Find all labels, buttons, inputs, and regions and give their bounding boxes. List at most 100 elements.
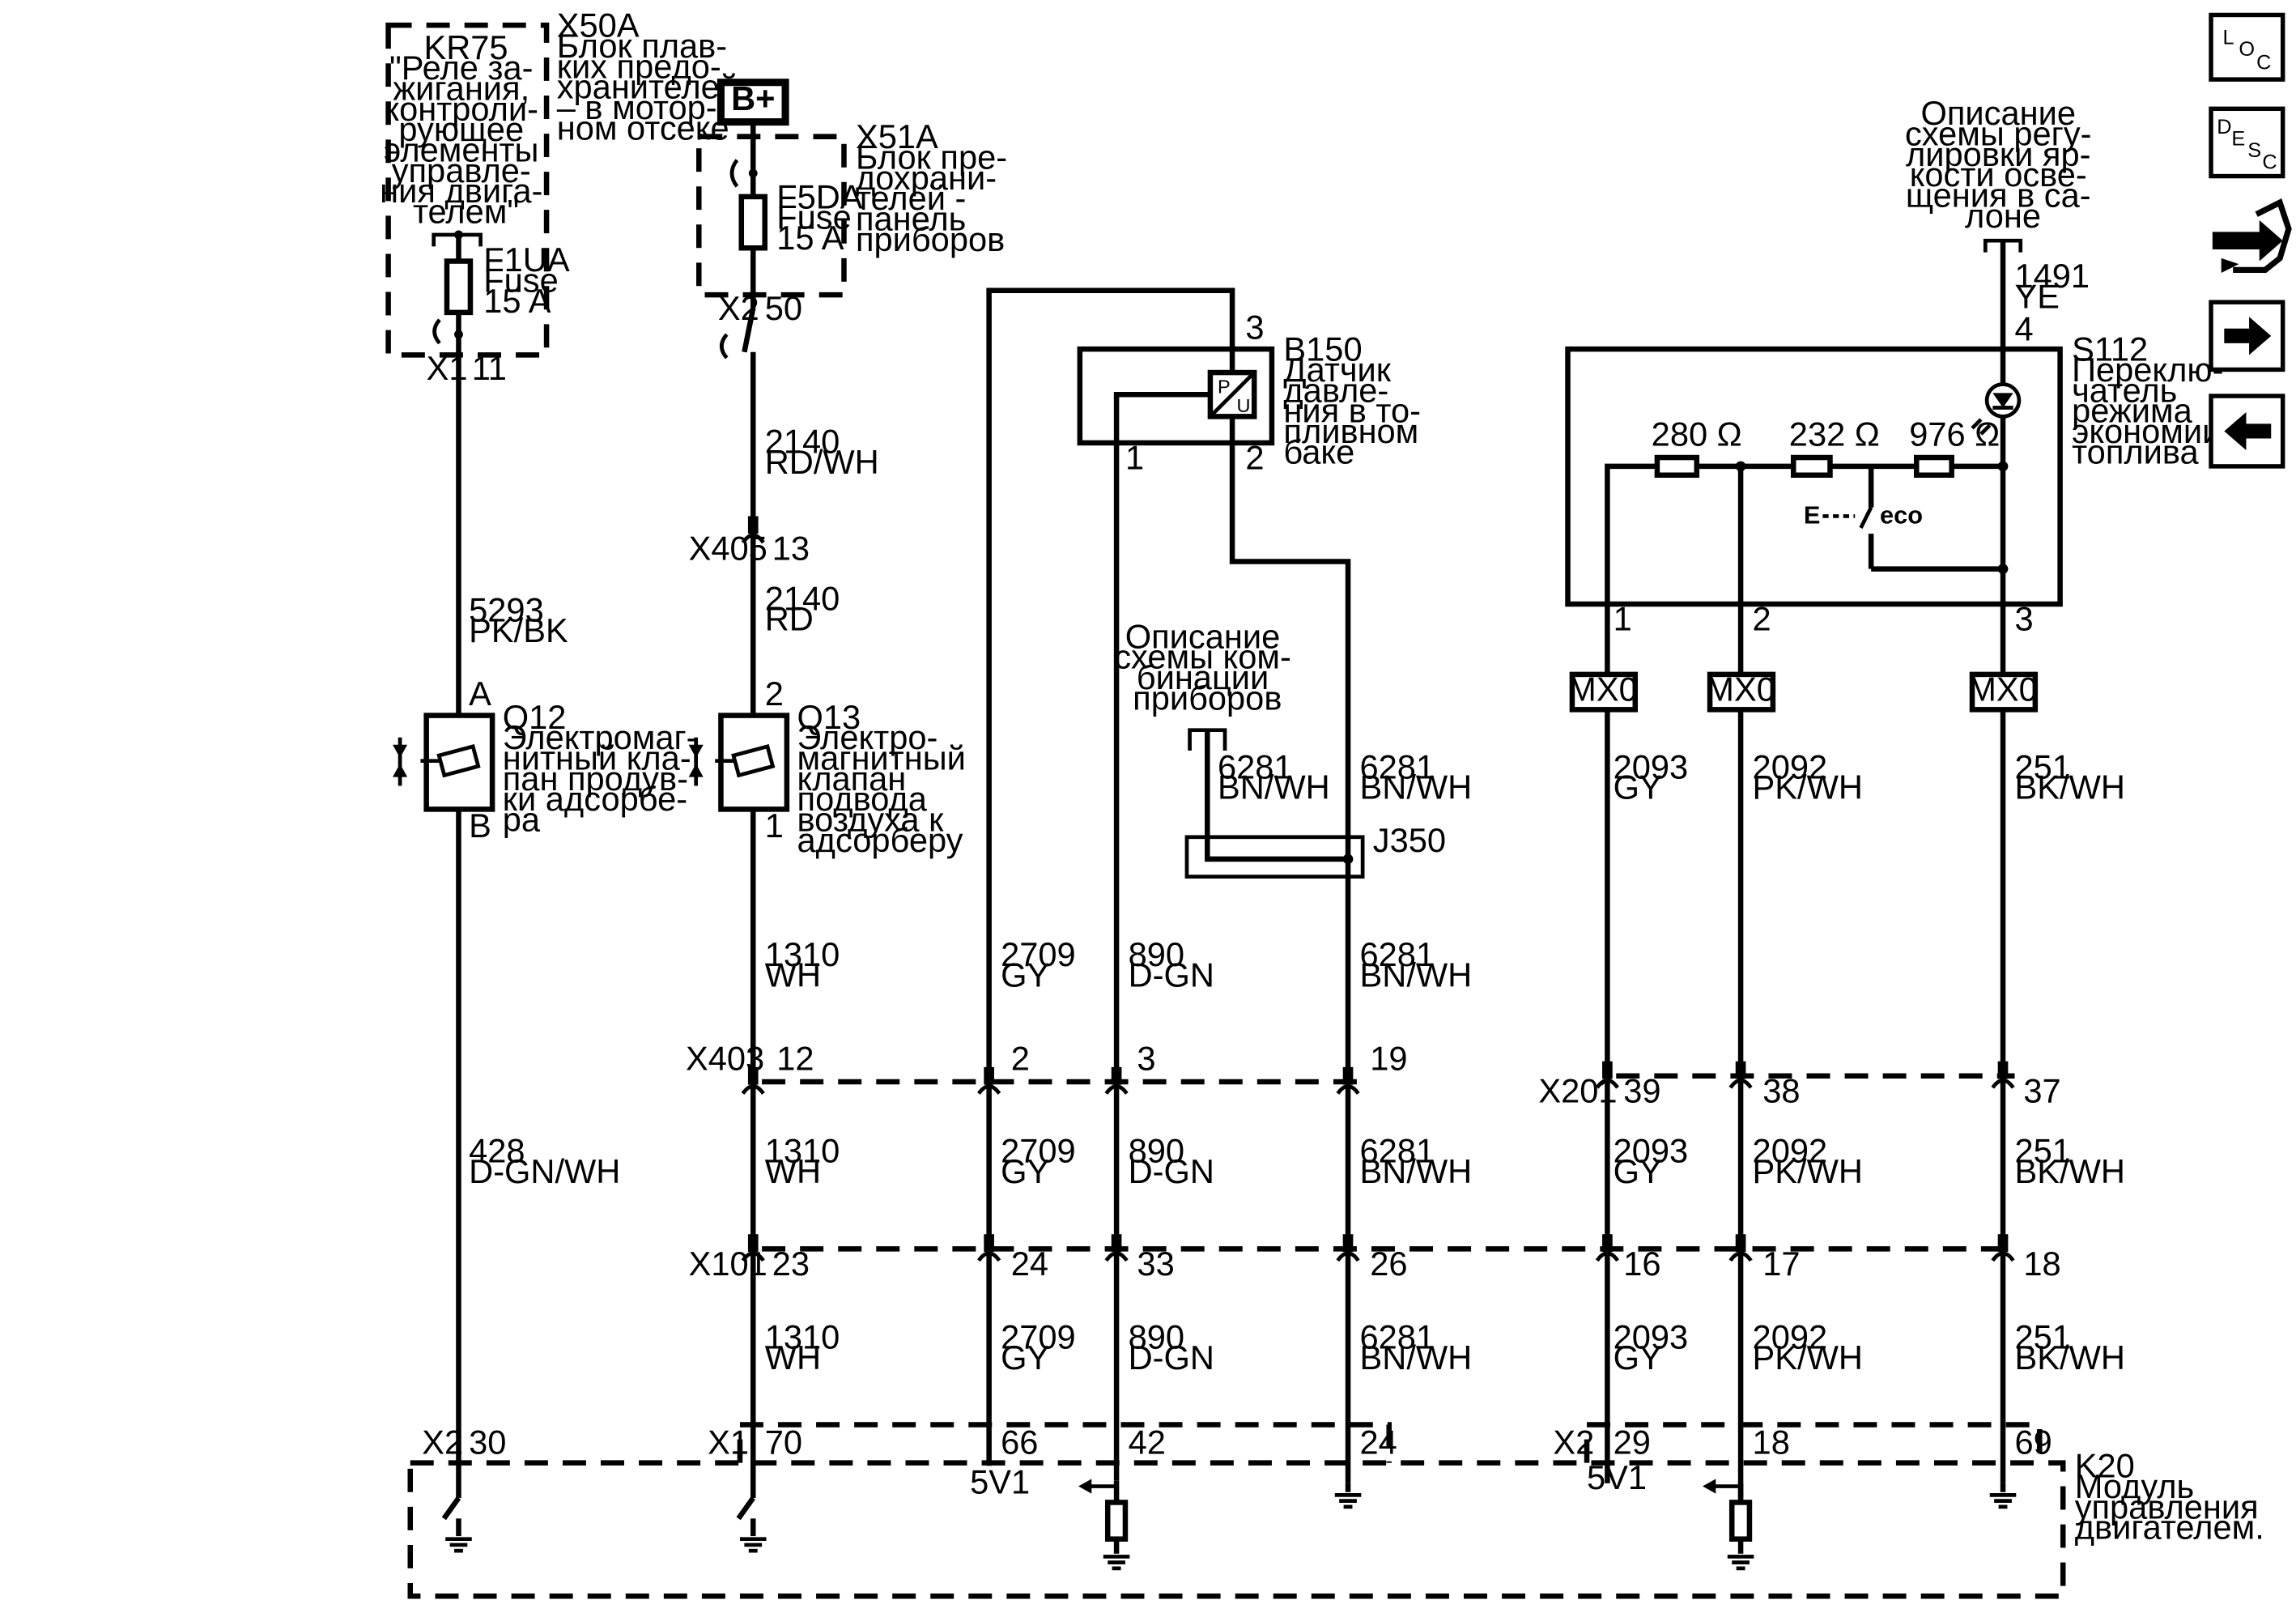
resistor-280-label: 280 Ω	[1652, 415, 1742, 453]
mx0-2	[1707, 671, 1776, 713]
svg-text:E: E	[2231, 128, 2245, 151]
arrow-left-icon[interactable]	[2209, 394, 2285, 469]
x101-pin: 17	[1762, 1245, 1800, 1283]
q13-pin-1: 1	[765, 806, 784, 845]
eco-e-label: E	[1804, 500, 1821, 529]
kr75-id: KR75	[423, 28, 508, 66]
x201-pin: 37	[2023, 1071, 2060, 1109]
pin-11: 11	[472, 349, 507, 387]
k20-x2b-label: X2	[1553, 1423, 1594, 1462]
x403-pin: 12	[776, 1040, 814, 1078]
resistor-232	[1790, 454, 1833, 479]
s112-pin-4: 4	[2015, 309, 2034, 347]
x50a-label: X50A Блок плав- ких предо- хранителей – …	[557, 6, 748, 147]
k20-x1-pin: 66	[1001, 1423, 1038, 1462]
b150-symbol-u: U	[1236, 395, 1250, 416]
q12-label: Q12 Электромаг- нитный кла- пан продув- …	[503, 698, 707, 839]
x51a-label: X51A Блок пре- дохрани- телей - панель п…	[856, 117, 1017, 258]
x201-pin: 39	[1623, 1071, 1660, 1109]
j350-label: J350	[1373, 821, 1446, 859]
x101-pin: 16	[1623, 1245, 1660, 1283]
k20-x1-pin: 42	[1129, 1423, 1166, 1462]
q13-solenoid	[718, 713, 790, 812]
svg-text:L: L	[2223, 27, 2234, 49]
arrow-right-icon[interactable]	[2209, 300, 2285, 372]
j350-splice	[1184, 835, 1365, 879]
q12-pin-a: A	[469, 674, 491, 713]
x101-pin: 24	[1011, 1245, 1048, 1283]
k20-x2-label: X2	[422, 1423, 463, 1462]
dimming-desc: Описание схемы регу- лировки яр- кости о…	[1905, 94, 2101, 235]
mx0-1-label: MX0	[1568, 670, 1638, 708]
k20-x1-label: X1	[708, 1423, 749, 1462]
resistor-232-label: 232 Ω	[1789, 415, 1880, 453]
desc-button[interactable]: D E S C	[2209, 106, 2285, 179]
svg-text:C: C	[2262, 151, 2277, 174]
b150-pin-2: 2	[1245, 439, 1264, 477]
combi-desc: Описание схемы ком- бинации приборов	[1114, 617, 1300, 717]
5v-ref-2: 5V1	[1587, 1458, 1647, 1496]
f1ua-fuse	[444, 258, 474, 316]
svg-text:O: O	[2239, 38, 2255, 61]
x50a-fuse-block	[385, 22, 550, 358]
battery-plus-label: B+	[731, 79, 775, 117]
k20-x1-pin: 24	[1360, 1423, 1397, 1462]
f5da-fuse	[738, 194, 767, 251]
mx0-3-label: MX0	[1968, 670, 2038, 708]
b150-pin-3: 3	[1245, 308, 1264, 346]
x101-label: X101	[689, 1245, 767, 1283]
x403-label: X403	[686, 1040, 764, 1078]
pullup-resistor-2	[1728, 1500, 1753, 1542]
x101-pin: 23	[772, 1245, 810, 1283]
kr75-desc: "Реле за- жигания, контроли- рующее элем…	[380, 49, 552, 230]
q12-pin-b: B	[469, 806, 491, 845]
s112-pin-2: 2	[1753, 600, 1771, 638]
mx0-3	[1969, 671, 2039, 713]
s112-pin-3: 3	[2015, 600, 2034, 638]
x101-pin: 26	[1370, 1245, 1407, 1283]
x405-label: X405	[689, 530, 767, 568]
svg-text:S: S	[2247, 139, 2261, 162]
pin-50: 50	[765, 289, 802, 327]
q13-label: Q13 Электро- магнитный клапан подвода во…	[797, 698, 976, 859]
s112-label: S112 Переклю- чатель режима экономии топ…	[2072, 330, 2233, 471]
x1-label: X1	[427, 349, 468, 387]
resistor-976	[1913, 454, 1954, 479]
x201-label: X201	[1538, 1071, 1617, 1109]
resistor-280	[1654, 454, 1700, 479]
pin-13: 13	[772, 530, 810, 568]
k20-x2b-pin: 69	[2015, 1423, 2052, 1462]
loc-button[interactable]: L O C	[2209, 12, 2285, 82]
f1ua-label: F1UA Fuse 15 A	[483, 240, 579, 320]
x403-pin: 2	[1011, 1040, 1030, 1078]
eco-label: eco	[1880, 500, 1923, 529]
b150-label: B150 Датчик давле- ния в то- пливном бак…	[1283, 330, 1430, 471]
b150-pin-1: 1	[1125, 439, 1144, 477]
q13-pin-2: 2	[765, 674, 784, 713]
mx0-1	[1569, 671, 1639, 713]
harness-icon[interactable]	[2212, 198, 2292, 274]
x2-label: X2	[718, 289, 759, 327]
